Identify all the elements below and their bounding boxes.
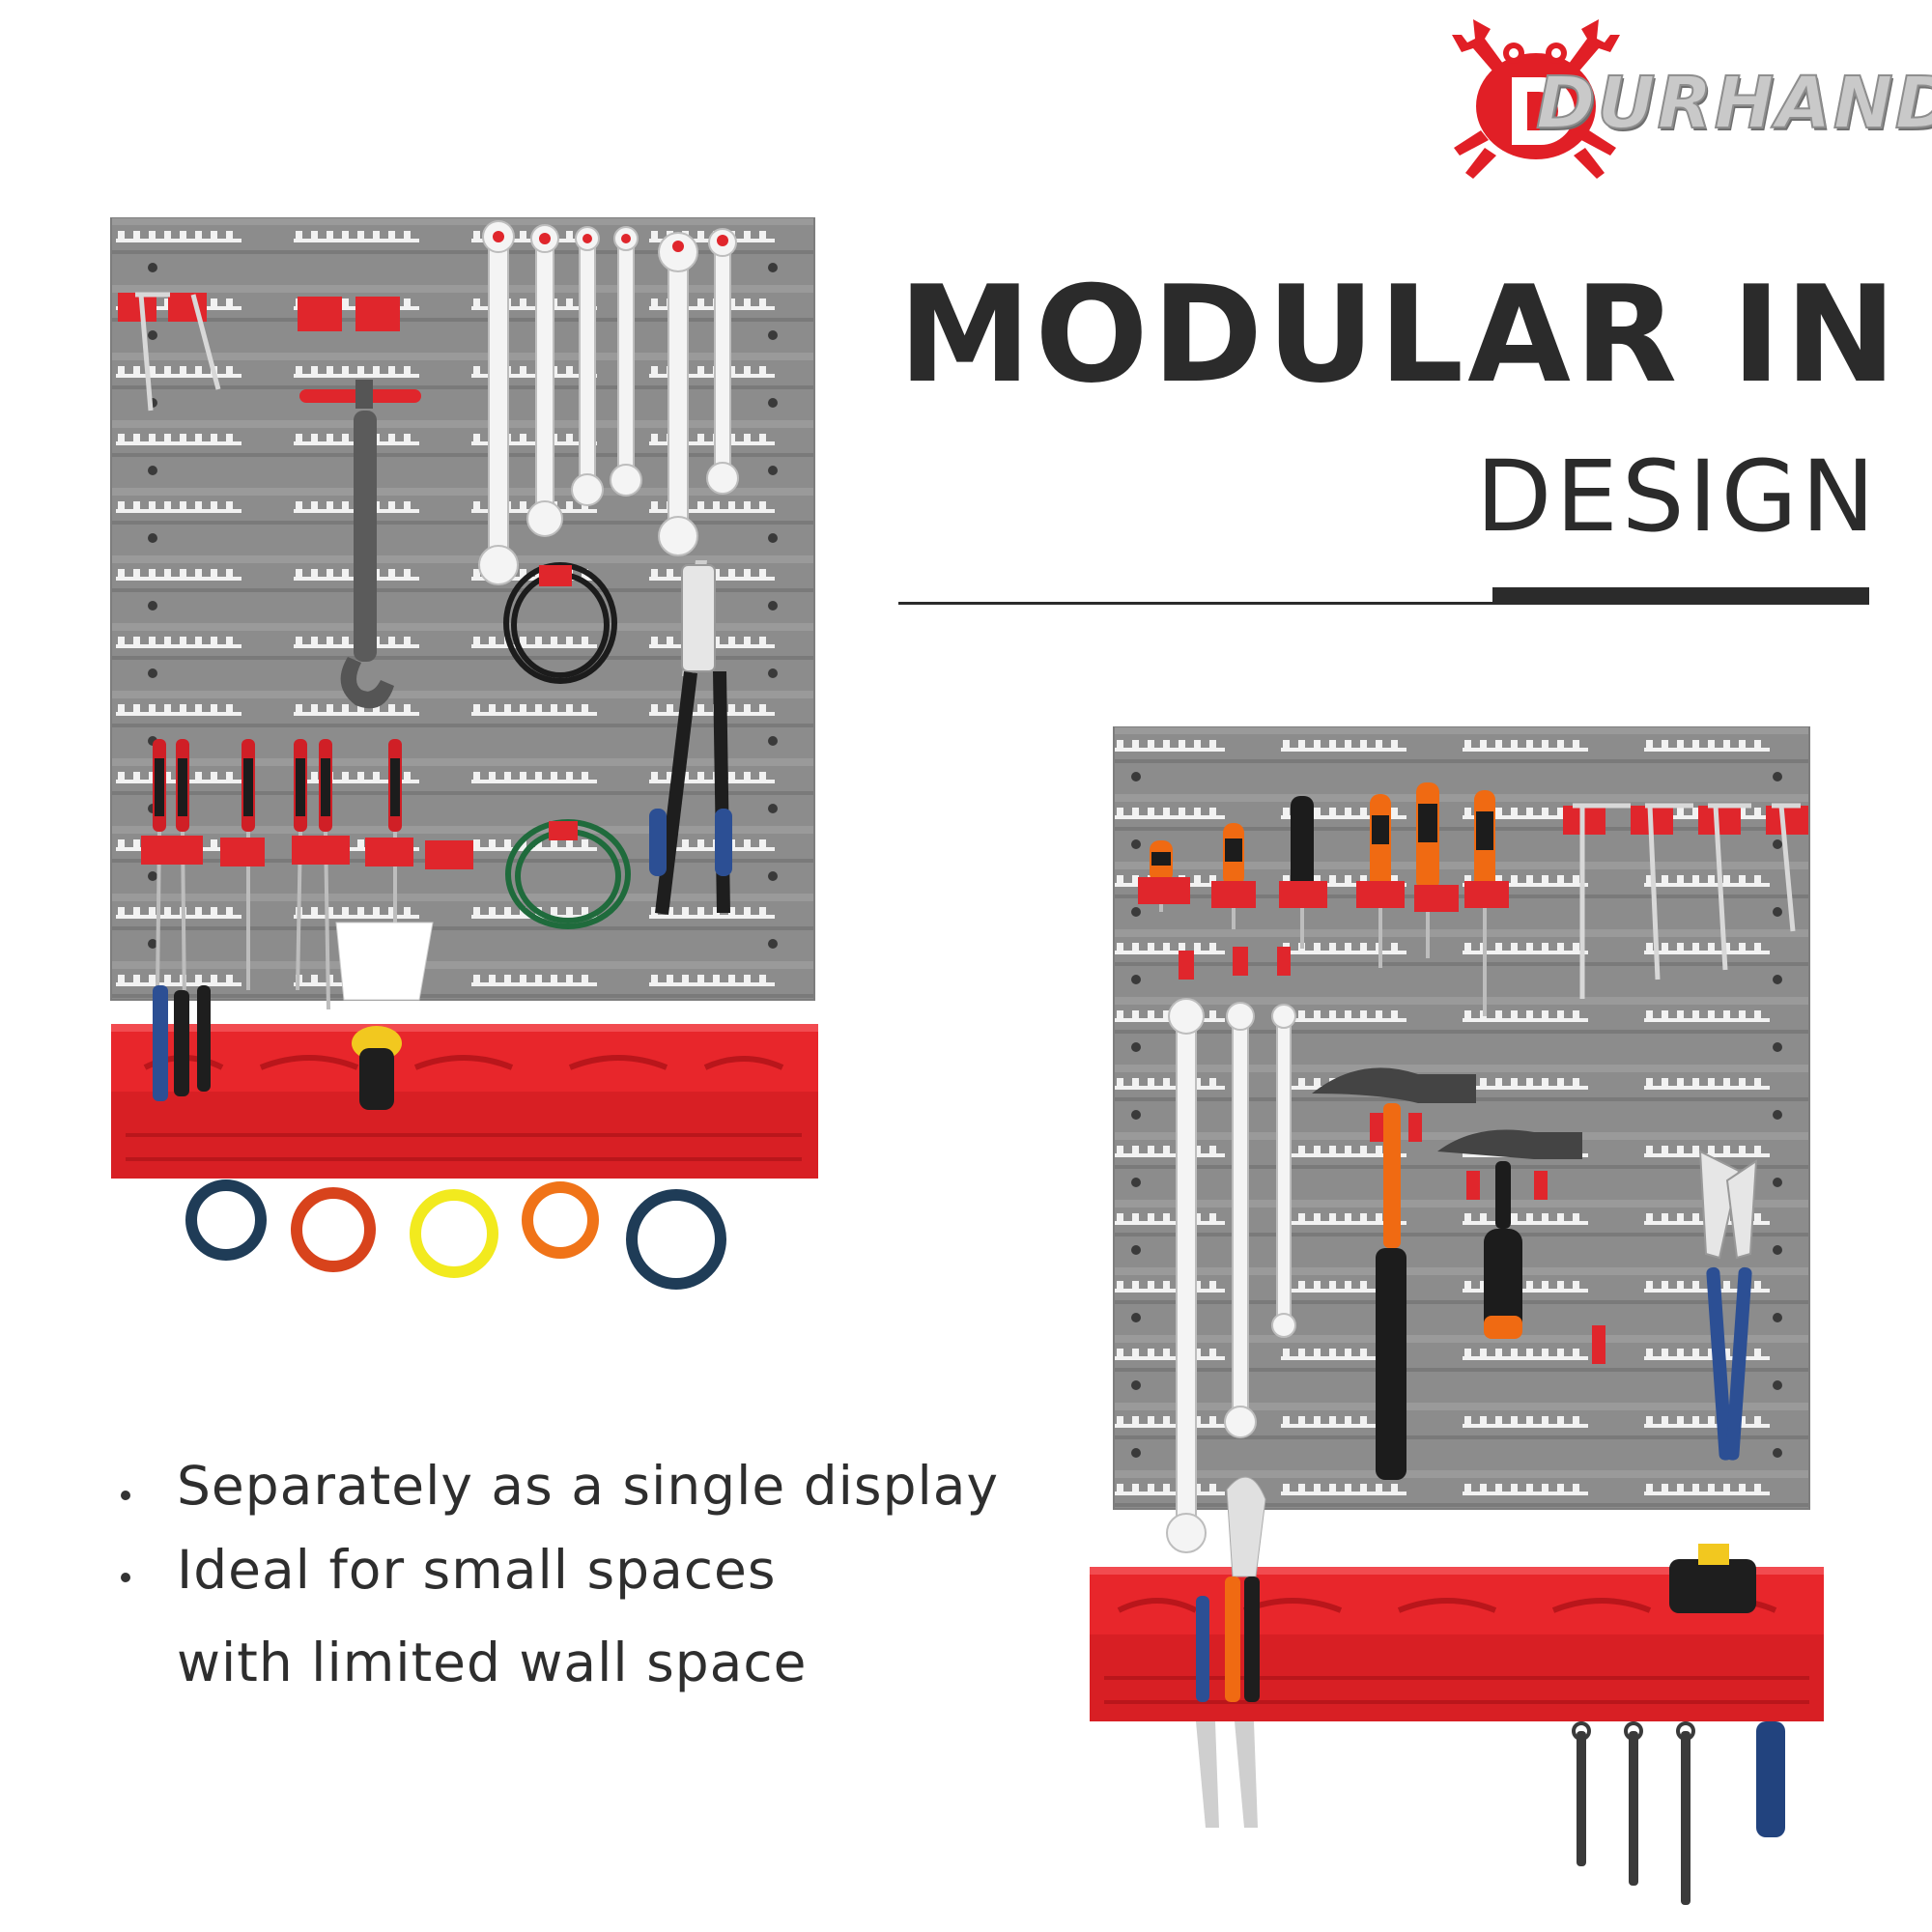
hex-keys <box>118 292 221 412</box>
right-tool-board-illustration <box>1090 726 1824 1905</box>
wrench-set-icon <box>1166 998 1296 1553</box>
pipe-wrench-icon <box>299 380 421 709</box>
feature-text: Separately as a single display <box>177 1455 1000 1517</box>
heading-title: MODULAR IN <box>898 257 1901 412</box>
bullet-point <box>121 1573 130 1582</box>
pegboard-panel <box>1114 726 1809 1509</box>
small-hammer-icon <box>1437 1129 1582 1339</box>
mallet-icon <box>352 1026 402 1110</box>
trowel-icon <box>1226 1476 1266 1577</box>
pliers-icon <box>1196 1577 1260 1828</box>
brand-logo <box>1452 19 1620 179</box>
brand-wordmark: DURHAND <box>1535 61 1932 146</box>
crab-wrench-logo-icon <box>1452 19 1620 179</box>
bullet-point <box>121 1491 130 1500</box>
screwdriver-set-icon <box>153 739 402 1010</box>
hook-block <box>355 297 400 331</box>
feature-text: Ideal for small spaces <box>177 1539 777 1601</box>
hex-keys <box>1563 803 1808 999</box>
water-pump-pliers-icon <box>1698 1150 1758 1461</box>
screwdriver-set-icon <box>1138 782 1509 1016</box>
feature-text-continuation: with limited wall space <box>177 1632 808 1693</box>
bolt-cutter-icon <box>649 560 732 915</box>
mallet-icon <box>1669 1544 1785 1837</box>
scoop-icon <box>335 922 434 1001</box>
heading-subtitle: DESIGN <box>1475 440 1879 554</box>
tape-rolls-icon <box>185 1179 726 1290</box>
heading-divider-accent <box>1492 587 1869 605</box>
pliers-icon <box>153 985 211 1101</box>
wrench-set-icon <box>478 220 739 585</box>
tool-shelf <box>111 1024 818 1179</box>
left-tool-board-illustration <box>110 217 818 1290</box>
claw-hammer-icon <box>1312 1067 1476 1480</box>
heading-divider-thin <box>898 602 1492 605</box>
hook-block <box>298 297 342 331</box>
hanging-wrenches-icon <box>1572 1721 1695 1905</box>
